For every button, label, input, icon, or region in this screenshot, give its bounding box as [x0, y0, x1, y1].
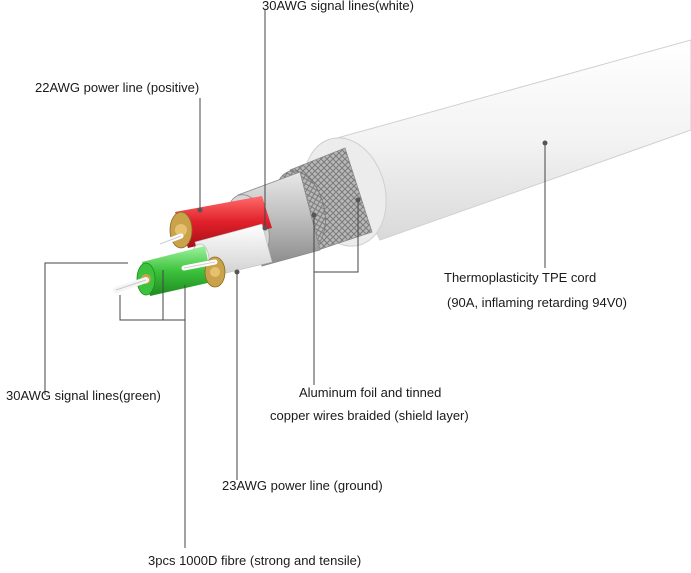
label-shield-line2: copper wires braided (shield layer) [270, 408, 469, 423]
ground-power-wire [181, 256, 226, 288]
label-power-ground: 23AWG power line (ground) [222, 478, 383, 493]
label-signal-white: 30AWG signal lines(white) [262, 0, 414, 13]
leader-lines [44, 10, 548, 548]
label-tpe-cord-line2: (90A, inflaming retarding 94V0) [447, 295, 627, 310]
label-tpe-cord-line1: Thermoplasticity TPE cord [444, 270, 597, 285]
label-shield-line1: Aluminum foil and tinned [299, 385, 442, 400]
label-fibre: 3pcs 1000D fibre (strong and tensile) [148, 553, 362, 568]
label-power-positive: 22AWG power line (positive) [35, 80, 200, 95]
green-signal-wire [113, 246, 212, 296]
label-signal-green: 30AWG signal lines(green) [6, 388, 161, 403]
